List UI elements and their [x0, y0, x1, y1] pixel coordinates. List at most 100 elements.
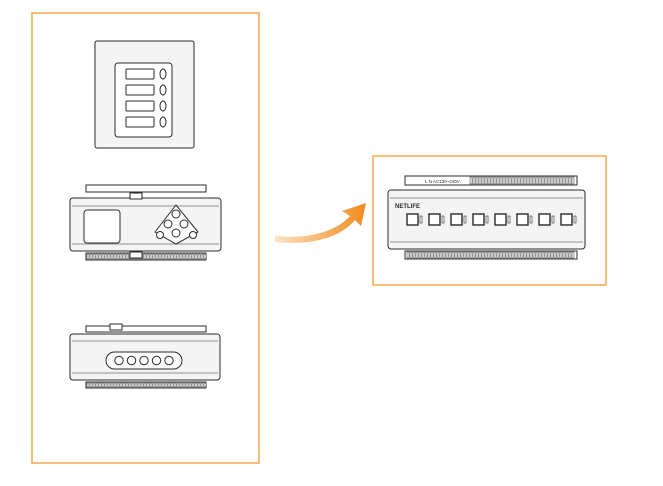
terminal-pin	[508, 251, 512, 259]
terminal-pin	[433, 251, 437, 259]
terminal-pin	[92, 382, 96, 388]
terminal-pin	[146, 253, 150, 260]
wall-panel-indicator	[159, 84, 167, 96]
terminal-pin	[194, 253, 198, 260]
module-indicator	[114, 355, 124, 366]
relay-channel-buttons	[406, 213, 577, 226]
terminal-pin	[143, 382, 147, 388]
terminal-pin	[170, 382, 174, 388]
keypad-up-icon	[171, 209, 181, 219]
terminal-pin	[436, 251, 440, 259]
terminal-pin	[514, 176, 518, 185]
terminal-pin	[409, 251, 413, 259]
terminal-pin	[149, 253, 153, 260]
module-bottom-terminals	[86, 382, 207, 388]
relay-top-terminals	[469, 176, 575, 185]
terminal-pin	[194, 382, 198, 388]
terminal-pin	[128, 382, 132, 388]
relay-channel-indicator	[419, 215, 423, 224]
terminal-pin	[520, 176, 524, 185]
relay-module-device: L N AC100~240V NETLIFE	[387, 175, 586, 260]
relay-channel-indicator	[463, 215, 467, 224]
terminal-pin	[568, 251, 572, 259]
controller-top-switch	[129, 192, 143, 200]
terminal-pin	[155, 253, 159, 260]
terminal-pin	[152, 253, 156, 260]
terminal-pin	[535, 176, 539, 185]
terminal-pin	[146, 382, 150, 388]
terminal-pin	[161, 253, 165, 260]
terminal-pin	[110, 253, 114, 260]
terminal-pin	[508, 176, 512, 185]
terminal-pin	[427, 251, 431, 259]
controller-keypad	[154, 204, 199, 245]
terminal-pin	[481, 251, 485, 259]
terminal-pin	[544, 176, 548, 185]
terminal-pin	[98, 382, 102, 388]
relay-channel-button	[538, 213, 551, 226]
relay-channel-indicator	[551, 215, 555, 224]
wall-panel-buttons	[125, 68, 155, 128]
terminal-pin	[152, 382, 156, 388]
terminal-pin	[95, 253, 99, 260]
terminal-pin	[116, 253, 120, 260]
relay-channel-indicator	[507, 215, 511, 224]
terminal-pin	[167, 253, 171, 260]
terminal-pin	[505, 251, 509, 259]
terminal-pin	[547, 251, 551, 259]
terminal-pin	[164, 382, 168, 388]
terminal-pin	[469, 176, 473, 185]
terminal-pin	[134, 382, 138, 388]
terminal-pin	[532, 176, 536, 185]
terminal-pin	[86, 382, 90, 388]
terminal-pin	[565, 176, 569, 185]
terminal-pin	[550, 176, 554, 185]
terminal-pin	[155, 382, 159, 388]
terminal-pin	[200, 253, 204, 260]
controller-bottom-switch	[129, 251, 143, 259]
terminal-pin	[529, 251, 533, 259]
terminal-pin	[526, 251, 530, 259]
terminal-pin	[197, 382, 201, 388]
terminal-pin	[107, 382, 111, 388]
terminal-pin	[445, 251, 449, 259]
terminal-pin	[547, 176, 551, 185]
terminal-pin	[529, 176, 533, 185]
terminal-pin	[107, 253, 111, 260]
terminal-pin	[565, 251, 569, 259]
terminal-pin	[532, 251, 536, 259]
terminal-pin	[176, 253, 180, 260]
din-module-device	[69, 323, 221, 389]
keypad-ok-left-icon	[156, 231, 164, 239]
terminal-pin	[499, 251, 503, 259]
terminal-pin	[469, 251, 473, 259]
terminal-pin	[104, 382, 108, 388]
terminal-pin	[125, 382, 129, 388]
terminal-pin	[475, 251, 479, 259]
module-indicator	[151, 355, 162, 366]
terminal-pin	[535, 251, 539, 259]
terminal-pin	[502, 251, 506, 259]
wall-panel-indicators	[159, 68, 167, 128]
keypad-right-icon	[179, 219, 189, 229]
terminal-pin	[484, 251, 488, 259]
relay-channel-button	[428, 213, 441, 226]
terminal-pin	[514, 251, 518, 259]
terminal-pin	[517, 251, 521, 259]
terminal-pin	[478, 176, 482, 185]
terminal-pin	[95, 382, 99, 388]
terminal-pin	[89, 382, 93, 388]
keypad-down-icon	[171, 228, 181, 238]
terminal-pin	[131, 382, 135, 388]
terminal-pin	[182, 253, 186, 260]
terminal-pin	[158, 382, 162, 388]
terminal-pin	[98, 253, 102, 260]
relay-channel-button	[472, 213, 485, 226]
terminal-pin	[200, 382, 204, 388]
terminal-pin	[541, 176, 545, 185]
terminal-pin	[185, 382, 189, 388]
terminal-pin	[203, 382, 207, 388]
terminal-pin	[188, 253, 192, 260]
terminal-pin	[173, 382, 177, 388]
terminal-pin	[122, 253, 126, 260]
